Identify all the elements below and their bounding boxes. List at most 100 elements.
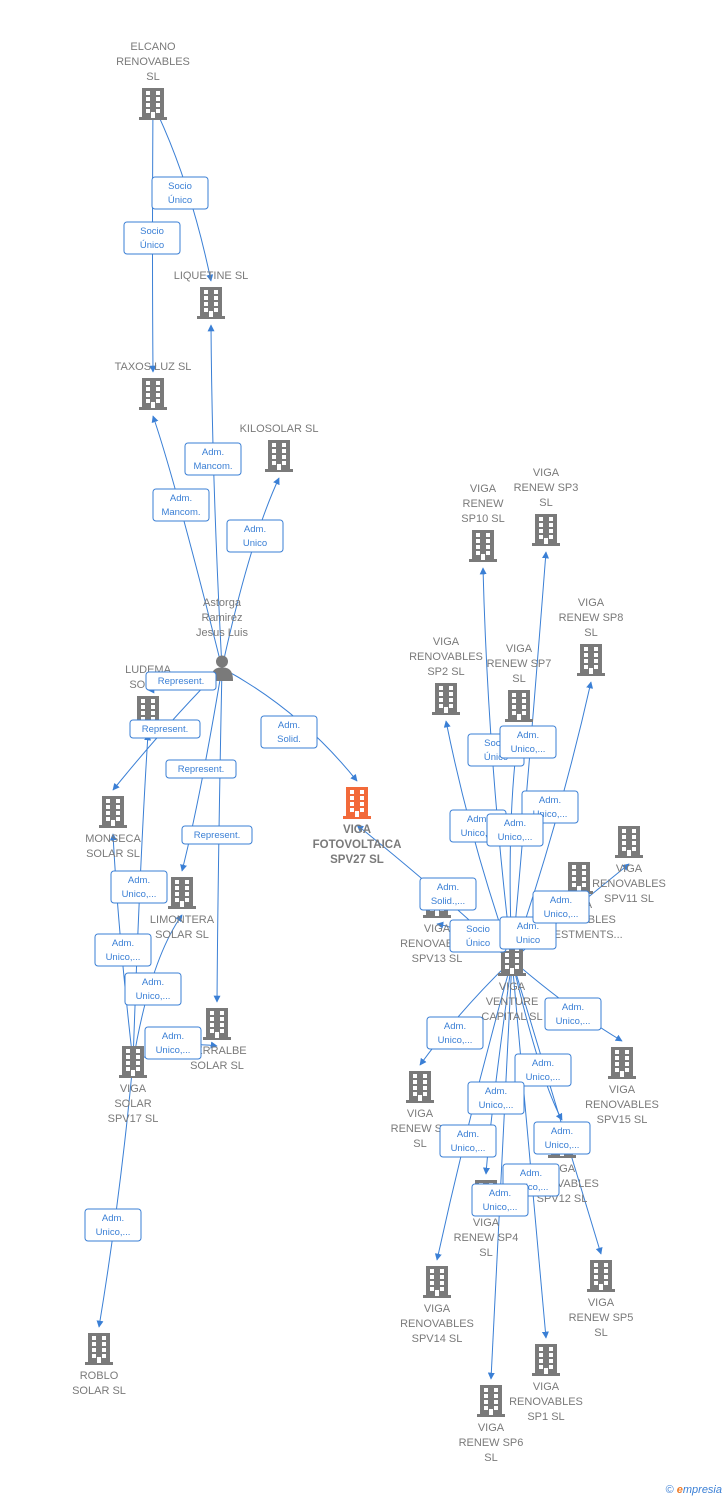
edge-astorga-to-kilosolar bbox=[221, 477, 280, 669]
edge-label-text: Unico,... bbox=[556, 1016, 591, 1027]
edge-label-astorga-ludema[interactable]: Represent. bbox=[145, 671, 217, 691]
node-label-sp3-1: RENEW SP3 bbox=[514, 482, 579, 494]
edge-label-text: Unico bbox=[516, 935, 540, 946]
edge-spv17-to-roblo bbox=[96, 1061, 134, 1328]
edge-label-venture-spv14[interactable]: Adm.Unico,... bbox=[467, 1081, 525, 1115]
building-icon bbox=[615, 826, 643, 858]
edge-label-box bbox=[124, 972, 182, 1006]
node-label-spv14-1: RENOVABLES bbox=[400, 1318, 474, 1330]
edge-label-text: Adm. bbox=[562, 1002, 584, 1013]
edge-label-venture-investments[interactable]: Adm. Unico bbox=[499, 916, 557, 950]
building-icon bbox=[197, 287, 225, 319]
building-icon bbox=[423, 1266, 451, 1298]
node-label-sp10-1: RENEW bbox=[463, 498, 505, 510]
node-label-astorga-1: Ramirez bbox=[202, 612, 243, 624]
edge-label-box bbox=[532, 890, 590, 924]
edge-label-venture-renews[interactable]: Adm.Unico,... bbox=[426, 1016, 484, 1050]
building-icon bbox=[532, 514, 560, 546]
edge-label-spv17-roblo[interactable]: Adm.Unico,... bbox=[84, 1208, 142, 1242]
edge-label-astorga-monseca[interactable]: Represent. bbox=[129, 719, 201, 739]
edge-label-venture-spv15[interactable]: Adm. Unico,... bbox=[544, 997, 602, 1031]
edge-label-text: Único bbox=[484, 752, 508, 763]
edge-label-text: Unico,... bbox=[526, 1072, 561, 1083]
edge-label-venture-sp5[interactable]: Adm.Unico,... bbox=[533, 1121, 591, 1155]
edge-label-venture-focus[interactable]: Adm.Solid.,... bbox=[419, 877, 477, 911]
node-label-sp8-2: SL bbox=[584, 627, 597, 639]
edge-label-text: Unico bbox=[243, 538, 267, 549]
edge-label-text: Unico,... bbox=[136, 991, 171, 1002]
node-liquetine[interactable]: LIQUETINE SL bbox=[174, 270, 249, 319]
edge-label-text: Unico,... bbox=[533, 809, 568, 820]
node-label-spv17-0: VIGA bbox=[120, 1083, 147, 1095]
edge-label-venture-sp3[interactable]: Adm.Unico,... bbox=[499, 725, 557, 759]
edge-label-spv17-ludema[interactable]: Adm.Unico,... bbox=[110, 870, 168, 904]
edge-label-spv17-cerralbe[interactable]: Adm.Unico,... bbox=[144, 1026, 202, 1060]
node-taxos[interactable]: TAXOS LUZ SL bbox=[115, 361, 192, 410]
edge-label-astorga-liquetine[interactable]: Adm.Mancom. bbox=[184, 442, 242, 476]
edge-label-text: Adm. bbox=[517, 921, 539, 932]
edge-label-astorga-taxos[interactable]: Adm.Mancom. bbox=[152, 488, 210, 522]
edge-label-spv17-monseca[interactable]: Adm.Unico,... bbox=[94, 933, 152, 967]
node-label-spv11-1: RENOVABLES bbox=[592, 878, 666, 890]
edge-label-text: Unico,... bbox=[544, 909, 579, 920]
node-label-sp5-2: SL bbox=[594, 1327, 607, 1339]
edge-label-astorga-limontera[interactable]: Represent. bbox=[165, 759, 237, 779]
edge-label-astorga-cerralbe[interactable]: Represent. bbox=[181, 825, 253, 845]
edge-label-box bbox=[94, 933, 152, 967]
node-label-sp2-0: VIGA bbox=[433, 636, 460, 648]
edge-label-venture-sp2[interactable]: Adm.Unico,... bbox=[486, 813, 544, 847]
edge-label-text: Adm. bbox=[489, 1188, 511, 1199]
edge-label-spv17-limontera[interactable]: Adm.Unico,... bbox=[124, 972, 182, 1006]
edge-label-box bbox=[514, 1053, 572, 1087]
node-label-roblo-1: SOLAR SL bbox=[72, 1385, 126, 1397]
edge-label-astorga-focus[interactable]: Adm.Solid. bbox=[260, 715, 318, 749]
node-label-liquetine-0: LIQUETINE SL bbox=[174, 270, 249, 282]
node-label-taxos-0: TAXOS LUZ SL bbox=[115, 361, 192, 373]
edge-label-box bbox=[184, 442, 242, 476]
edge-label-text: Solid. bbox=[277, 734, 301, 745]
edge-label-venture-sp6[interactable]: Adm.Unico,... bbox=[471, 1183, 529, 1217]
edge-label-text: Represent. bbox=[158, 676, 204, 687]
edge-label-box bbox=[419, 877, 477, 911]
edge-label-venture-sp4[interactable]: Adm.Unico,... bbox=[439, 1124, 497, 1158]
edge-label-text: Adm. bbox=[551, 1126, 573, 1137]
edge-venture-to-sp5 bbox=[511, 959, 603, 1255]
node-kilosolar[interactable]: KILOSOLAR SL bbox=[240, 423, 319, 472]
edge-label-text: Único bbox=[168, 195, 192, 206]
edge-label-venture-spv12[interactable]: Adm.Unico,... bbox=[514, 1053, 572, 1087]
edge-label-text: Unico,... bbox=[498, 832, 533, 843]
node-label-sp4-0: VIGA bbox=[473, 1217, 500, 1229]
node-label-sp4-2: SL bbox=[479, 1247, 492, 1259]
edge-label-venture-spv11[interactable]: Adm.Unico,... bbox=[532, 890, 590, 924]
node-label-sp5-1: RENEW SP5 bbox=[569, 1312, 634, 1324]
edge-label-text: Adm. bbox=[517, 730, 539, 741]
edge-label-astorga-kilosolar[interactable]: Adm.Unico bbox=[226, 519, 284, 553]
edge-label-box bbox=[426, 1016, 484, 1050]
